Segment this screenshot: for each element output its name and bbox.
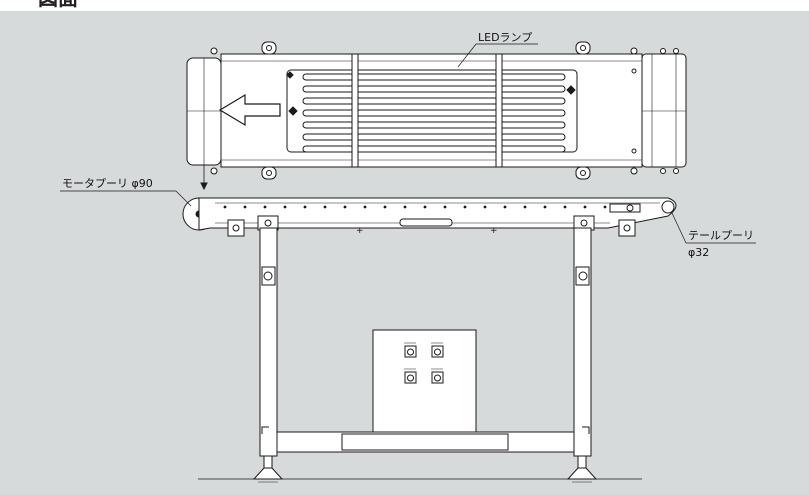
led-lamp-callout: LEDランプ: [457, 31, 538, 68]
svg-text:+: +: [356, 226, 364, 236]
tail-pulley-label: テールプーリ: [688, 229, 754, 242]
control-switch: [431, 368, 444, 384]
diagram-panel: LEDランプ + +: [0, 11, 809, 495]
frame-bolts: [223, 205, 607, 209]
control-switch: [404, 368, 417, 384]
header-label: 図面: [38, 0, 78, 8]
motor-pulley-callout: モータプーリ φ90: [60, 177, 192, 207]
header-strip: 図面: [0, 0, 809, 11]
control-switch: [404, 342, 417, 358]
top-view: [186, 41, 687, 191]
top-bearing-lugs: [210, 41, 679, 180]
tail-pulley-size: φ32: [688, 246, 709, 259]
side-view: + +: [182, 197, 677, 237]
svg-text:+: +: [490, 226, 498, 236]
top-right-end-drum: [641, 53, 687, 168]
control-box: [372, 329, 477, 433]
right-leg: [573, 227, 592, 457]
led-lamp-tubes: [302, 73, 566, 153]
left-leg: [259, 227, 278, 457]
conveyor-drawing: LEDランプ + +: [60, 31, 756, 483]
led-lamp-label: LEDランプ: [478, 31, 532, 44]
side-belt-frame: [198, 197, 677, 231]
flow-direction-arrow: [218, 93, 281, 127]
tail-pulley: [661, 200, 675, 214]
control-switch: [431, 342, 444, 358]
support-legs: [252, 227, 598, 483]
motor-pulley-label: モータプーリ φ90: [62, 177, 153, 190]
tail-pulley-callout: テールプーリ φ32: [671, 212, 756, 259]
